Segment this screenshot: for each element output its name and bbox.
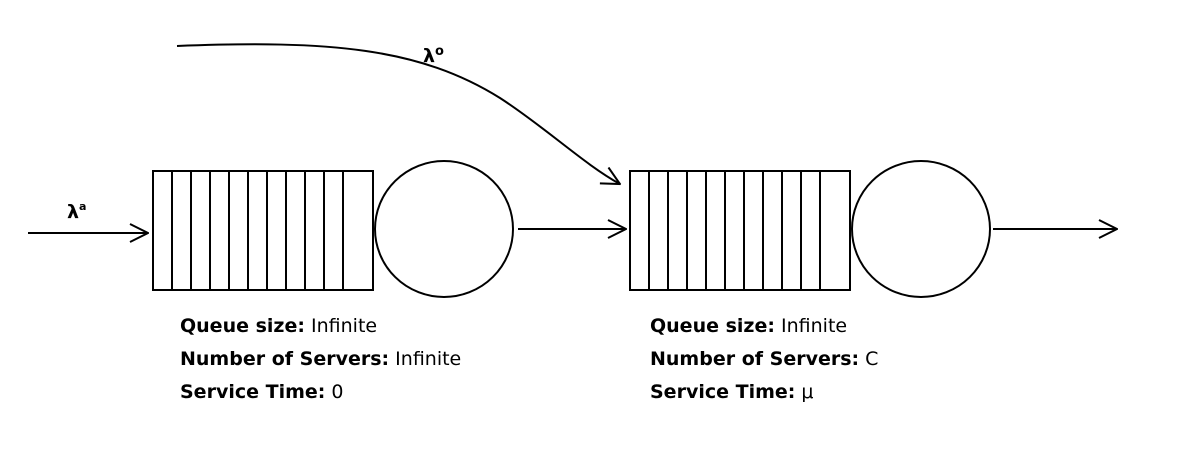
queue-2-servers-row: Number of Servers: C bbox=[650, 348, 879, 370]
bypass-arrow bbox=[176, 43, 620, 184]
queue-1-service-row: Service Time: 0 bbox=[180, 381, 344, 403]
queue-1-properties: Queue size: Infinite Number of Servers: … bbox=[180, 310, 461, 409]
queue-2-properties: Queue size: Infinite Number of Servers: … bbox=[650, 310, 878, 409]
queue-2-buffer bbox=[629, 170, 851, 291]
external-arrival-label: λa bbox=[67, 200, 86, 223]
queue-1-servers-row: Number of Servers: Infinite bbox=[180, 348, 462, 370]
queue-1-size-row: Queue size: Infinite bbox=[180, 315, 378, 337]
queue-1-buffer bbox=[152, 170, 374, 291]
queue-2-service-row: Service Time: μ bbox=[650, 381, 814, 403]
queue-1-server bbox=[374, 160, 514, 298]
bypass-arrival-label: λo bbox=[423, 44, 444, 67]
queue-2-size-row: Queue size: Infinite bbox=[650, 315, 848, 337]
queue-2-server bbox=[851, 160, 991, 298]
